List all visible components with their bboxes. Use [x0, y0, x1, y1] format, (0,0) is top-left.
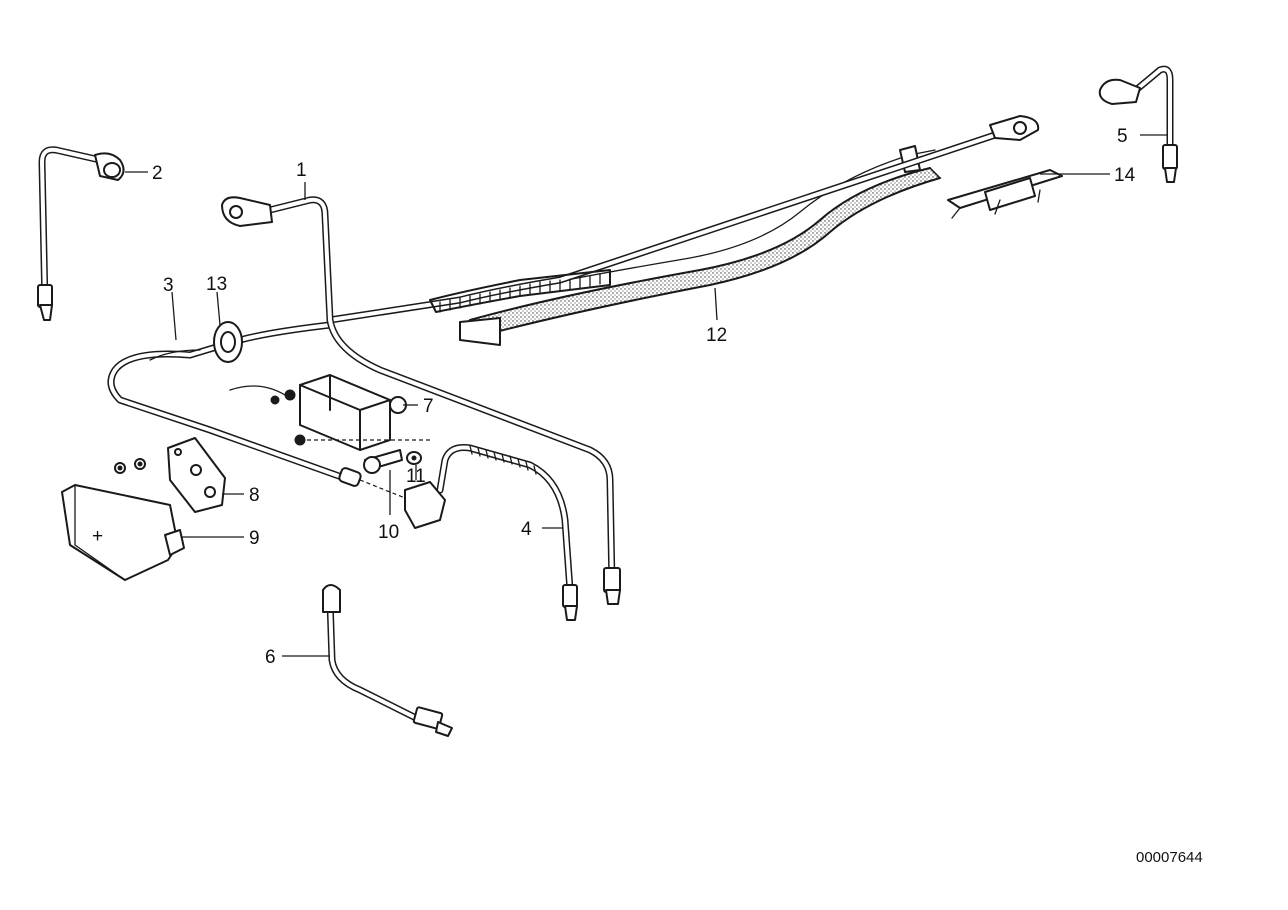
callout-2: 2	[152, 163, 163, 184]
callout-14: 14	[1114, 165, 1136, 186]
callouts: 1 2 3 4 5 6 7 8 9 10 11 12 13 14	[152, 126, 1136, 668]
cable-part-1	[221, 196, 621, 605]
cable-part-5	[1098, 65, 1178, 183]
bracket-part-14	[947, 169, 1063, 219]
callout-5: 5	[1117, 126, 1128, 147]
callout-6: 6	[265, 647, 276, 668]
cable-part-4	[404, 444, 578, 621]
callout-10: 10	[378, 522, 399, 543]
cover-plate-part-9: +	[61, 484, 185, 581]
cable-part-2	[37, 146, 125, 321]
harness-loop	[107, 321, 362, 487]
harness-part-3	[326, 115, 1040, 324]
callout-13: 13	[206, 274, 227, 295]
reference-number: 00007644	[1136, 849, 1203, 866]
block-part-7	[229, 374, 407, 451]
callout-3: 3	[163, 275, 174, 296]
bolt-part-10	[300, 439, 430, 501]
callout-4: 4	[521, 519, 532, 540]
callout-9: 9	[249, 528, 260, 549]
callout-7: 7	[423, 396, 434, 417]
washer-part-11	[406, 451, 422, 465]
callout-8: 8	[249, 485, 260, 506]
cable-part-6	[322, 584, 453, 737]
callout-1: 1	[296, 160, 307, 181]
leader-lines	[125, 134, 1168, 657]
callout-12: 12	[706, 325, 727, 346]
plate-symbol: +	[92, 526, 103, 547]
clamp-part-8	[114, 437, 226, 513]
callout-11: 11	[406, 466, 426, 487]
channel-part-12	[439, 145, 942, 346]
